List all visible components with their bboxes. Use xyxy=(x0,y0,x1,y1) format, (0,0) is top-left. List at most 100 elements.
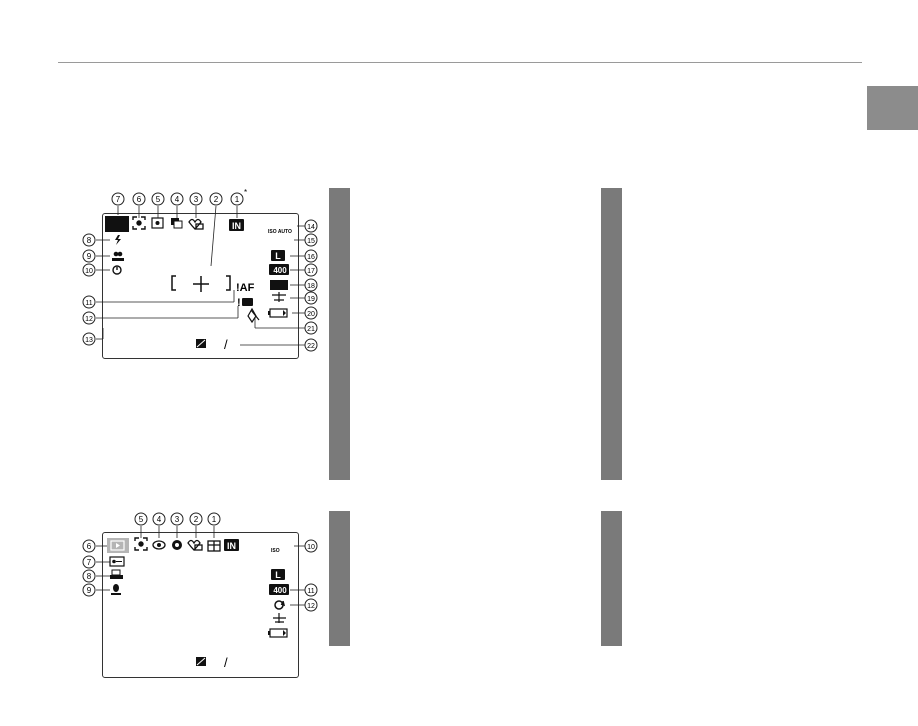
svg-text:19: 19 xyxy=(307,296,315,303)
svg-text:22: 22 xyxy=(307,343,315,350)
exposure-compensation-icon xyxy=(196,339,206,348)
callout-4: 4 xyxy=(170,192,184,206)
shooting-callouts-right: 14 15 16 17 18 19 20 21 22 xyxy=(304,219,318,352)
svg-text:5: 5 xyxy=(139,515,144,524)
svg-text:1: 1 xyxy=(212,515,217,524)
flash-icon xyxy=(115,235,121,245)
pb-callout-10: 10 xyxy=(304,539,318,553)
callout-19: 19 xyxy=(304,291,318,305)
svg-text:5: 5 xyxy=(156,195,161,204)
callout-13: 13 xyxy=(82,332,96,346)
pb-callout-8: 8 xyxy=(82,569,96,583)
svg-text:20: 20 xyxy=(307,311,315,318)
svg-text:L: L xyxy=(275,251,281,261)
svg-text:2: 2 xyxy=(214,195,219,204)
callout-8: 8 xyxy=(82,233,96,247)
side-bar-3 xyxy=(329,511,350,646)
sensitivity-icon: 400 xyxy=(269,584,289,595)
voice-memo-icon xyxy=(111,584,121,595)
image-size-icon: L xyxy=(271,250,285,261)
pb-callout-5: 5 xyxy=(134,512,148,526)
svg-text:11: 11 xyxy=(85,300,92,307)
svg-text:7: 7 xyxy=(116,195,121,204)
macro-icon xyxy=(112,251,124,261)
svg-text:L: L xyxy=(275,570,281,580)
callout-10: 10 xyxy=(82,263,96,277)
dual-is-icon xyxy=(247,307,260,324)
callout-18: 18 xyxy=(304,278,318,292)
svg-text:IN: IN xyxy=(232,221,241,231)
playback-callouts-top: 5 4 3 2 1 xyxy=(134,512,221,526)
svg-text:IN: IN xyxy=(227,541,236,551)
svg-text:15: 15 xyxy=(307,238,315,245)
svg-text:14: 14 xyxy=(307,224,315,231)
callout-2: 2 xyxy=(209,192,223,206)
rotate-icon xyxy=(274,600,286,610)
shooting-callouts-top: 7 6 5 4 3 2 1 * xyxy=(111,188,247,206)
continuous-icon xyxy=(171,218,183,229)
exposure-compensation-icon xyxy=(196,657,206,666)
side-bar-1 xyxy=(329,188,350,480)
svg-text:11: 11 xyxy=(307,588,314,595)
svg-text:8: 8 xyxy=(87,572,92,581)
callout-20: 20 xyxy=(304,306,318,320)
white-balance-icon xyxy=(272,292,286,302)
callout-1: 1 * xyxy=(230,188,247,206)
callout-15: 15 xyxy=(304,233,318,247)
battery-icon xyxy=(268,628,288,638)
red-eye-icon xyxy=(152,540,166,550)
self-timer-icon xyxy=(112,265,122,275)
svg-text:*: * xyxy=(244,188,247,197)
callout-6: 6 xyxy=(132,192,146,206)
svg-text:10: 10 xyxy=(85,268,93,275)
pb-callout-4: 4 xyxy=(152,512,166,526)
chapter-tab xyxy=(867,86,918,130)
red-eye-removal-icon xyxy=(172,540,182,550)
shooting-mode-icon xyxy=(105,216,129,232)
callout-11: 11 xyxy=(82,295,96,309)
silent-mode-icon xyxy=(188,218,204,230)
callout-7: 7 xyxy=(111,192,125,206)
svg-text:13: 13 xyxy=(85,337,93,344)
svg-text:400: 400 xyxy=(273,266,287,275)
side-bar-2 xyxy=(601,188,622,480)
callout-17: 17 xyxy=(304,263,318,277)
svg-text:6: 6 xyxy=(87,542,92,551)
gift-image-icon xyxy=(207,540,221,552)
blur-warning-icon: ! xyxy=(237,297,253,309)
callout-5: 5 xyxy=(151,192,165,206)
protection-icon xyxy=(109,556,125,567)
svg-text:3: 3 xyxy=(194,195,199,204)
svg-text:9: 9 xyxy=(87,586,92,595)
pb-callout-9: 9 xyxy=(82,583,96,597)
svg-text:12: 12 xyxy=(307,603,315,610)
callout-9: 9 xyxy=(82,249,96,263)
callout-21: 21 xyxy=(304,321,318,335)
svg-text:21: 21 xyxy=(307,326,315,333)
playback-mode-icon xyxy=(107,538,129,553)
playback-screen xyxy=(102,532,299,678)
callout-16: 16 xyxy=(304,249,318,263)
svg-text:12: 12 xyxy=(85,316,93,323)
iso-label: ISO xyxy=(271,548,280,554)
svg-text:7: 7 xyxy=(87,558,92,567)
svg-text:4: 4 xyxy=(157,515,162,524)
battery-icon xyxy=(268,308,288,318)
svg-text:16: 16 xyxy=(307,254,315,261)
svg-text:4: 4 xyxy=(175,195,180,204)
print-order-icon xyxy=(110,569,123,579)
svg-text:10: 10 xyxy=(307,544,315,551)
pb-callout-2: 2 xyxy=(189,512,203,526)
svg-text:6: 6 xyxy=(137,195,142,204)
shooting-callouts-left: 8 9 10 11 12 13 xyxy=(82,233,96,346)
pb-callout-11: 11 xyxy=(304,583,318,597)
playback-callouts-right: 10 11 12 xyxy=(304,539,318,612)
focus-frame-icon xyxy=(171,275,231,292)
svg-text:400: 400 xyxy=(273,586,287,595)
internal-memory-icon: IN xyxy=(224,539,239,551)
callout-3: 3 xyxy=(189,192,203,206)
pb-callout-6: 6 xyxy=(82,539,96,553)
quality-icon xyxy=(270,280,288,290)
face-detection-icon xyxy=(132,216,146,230)
